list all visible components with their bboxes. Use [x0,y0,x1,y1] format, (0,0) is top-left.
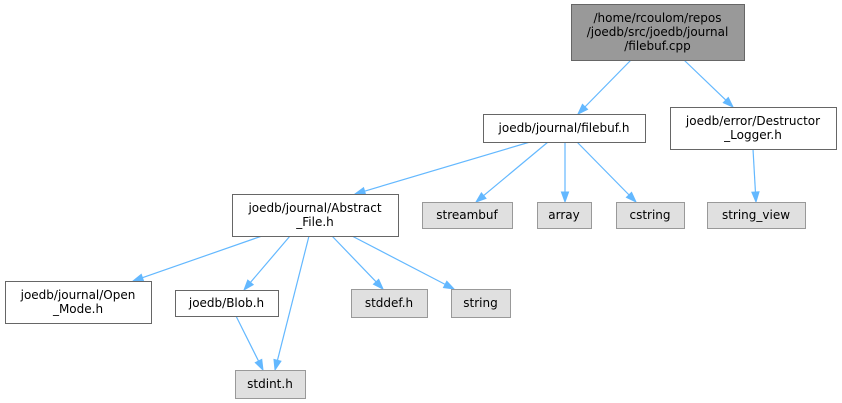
node-box [351,289,428,318]
arrowhead-icon [243,279,255,292]
node-label-line: joedb/journal/Abstract [247,201,381,215]
node-box [537,202,592,229]
edge-filebuf_h-to-abstract_file_h [353,141,531,196]
edge-line [364,141,531,192]
edge-line [331,235,377,283]
arrowhead-icon [353,186,367,196]
node-blob-h[interactable]: joedb/Blob.h [175,290,279,317]
arrowhead-icon [576,103,589,116]
node-label-line: streambuf [436,208,498,222]
edge-line [142,235,263,279]
node-label-line: _File.h [295,215,334,229]
node-array[interactable]: array [537,202,592,229]
arrowhead-icon [625,191,638,204]
edge-line [576,141,630,196]
edge-abstract_file_h-to-open_mode_h [131,235,263,282]
node-box [616,202,685,229]
edge-line [351,235,446,285]
node-stdint-h[interactable]: stdint.h [235,370,306,399]
edge-line [235,315,260,362]
node-label-line: _Logger.h [723,128,782,142]
node-label-line: /filebuf.cpp [624,39,691,53]
node-box [571,4,745,61]
node-stddef-h[interactable]: stddef.h [351,289,428,318]
node-box [707,202,806,229]
edge-filebuf_h-to-array [560,142,570,204]
edges-layer [131,59,760,372]
node-streambuf[interactable]: streambuf [422,202,513,229]
node-box [175,290,279,317]
edge-abstract_file_h-to-stdint_h [273,235,310,372]
node-box [451,289,511,318]
edge-root-to-filebuf_h [576,59,632,116]
node-label-line: _Mode.h [52,302,103,316]
edge-filebuf_h-to-cstring [576,141,638,204]
node-label-line: stdint.h [247,377,293,391]
node-box [232,194,399,237]
node-label-line: array [548,208,579,222]
edge-root-to-destructor_logger_h [683,59,735,109]
edge-filebuf_h-to-streambuf [474,141,549,203]
node-label-line: cstring [629,208,670,222]
arrowhead-icon [751,191,760,204]
edge-line [483,141,549,197]
node-destructor-logger-h[interactable]: joedb/error/Destructor_Logger.h [670,107,837,150]
node-label-line: joedb/journal/Open [20,288,136,302]
node-box [422,202,513,229]
arrowhead-icon [273,358,282,372]
arrowhead-icon [442,280,456,290]
node-open-mode-h[interactable]: joedb/journal/Open_Mode.h [5,281,152,324]
node-box [670,107,837,150]
node-label-line: stddef.h [365,296,413,310]
edge-line [276,235,310,361]
arrowhead-icon [254,358,264,372]
node-label-line: /home/rcoulom/repos [594,11,722,25]
arrowhead-icon [474,191,487,203]
node-string[interactable]: string [451,289,511,318]
node-filebuf-h[interactable]: joedb/journal/filebuf.h [483,114,646,143]
arrowhead-icon [131,273,145,282]
node-label-line: string_view [722,208,790,222]
edge-destructor_logger_h-to-string_view [751,148,760,204]
node-box [235,370,306,399]
node-label-line: joedb/journal/filebuf.h [498,121,630,135]
node-box [5,281,152,324]
node-label-line: /joedb/src/joedb/journal [587,25,729,39]
node-abstract-file-h[interactable]: joedb/journal/Abstract_File.h [232,194,399,237]
edge-line [250,235,291,283]
arrowhead-icon [372,278,385,291]
node-label-line: joedb/error/Destructor [685,114,820,128]
edge-blob_h-to-stdint_h [235,315,264,372]
edge-abstract_file_h-to-string [351,235,456,290]
edge-abstract_file_h-to-blob_h [243,235,291,292]
arrowhead-icon [560,191,570,204]
edge-abstract_file_h-to-stddef_h [331,235,385,291]
node-box [483,114,646,143]
node-cstring[interactable]: cstring [616,202,685,229]
node-label-line: string [463,296,497,310]
nodes-layer: /home/rcoulom/repos/joedb/src/joedb/jour… [5,4,837,399]
node-label-line: joedb/Blob.h [188,296,264,310]
node-string-view[interactable]: string_view [707,202,806,229]
node-root[interactable]: /home/rcoulom/repos/joedb/src/joedb/jour… [571,4,745,61]
arrowhead-icon [722,96,735,109]
edge-line [683,59,727,101]
edge-line [584,59,632,108]
edge-line [752,148,757,193]
